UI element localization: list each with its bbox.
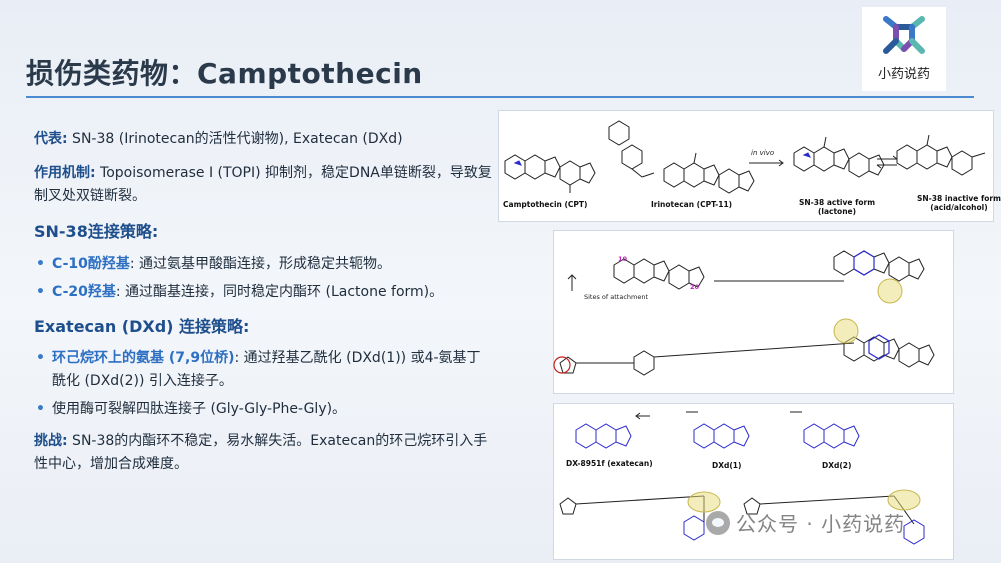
label-sn38-inactive: SN-38 inactive form (acid/alcohol)	[917, 194, 1001, 212]
main-content: 代表: SN-38 (Irinotecan的活性代谢物), Exatecan (…	[34, 128, 494, 487]
camptothecin-structures-image	[504, 120, 986, 194]
wechat-icon	[706, 510, 730, 535]
sn38-strategy-heading: SN-38连接策略:	[34, 222, 159, 242]
figure-exatecan-linkers: DX-8951f (exatecan) DXd(1) DXd(2)	[553, 403, 954, 560]
label-dxd2: DXd(2)	[822, 461, 852, 470]
exatecan-linker-structures-image	[559, 411, 925, 545]
label-exatecan: DX-8951f (exatecan)	[566, 459, 653, 468]
challenge-label: 挑战:	[34, 433, 68, 450]
list-item: C-10酚羟基: 通过氨基甲酸酯连接，形成稳定共轭物。	[34, 253, 494, 276]
watermark-text: 公众号 · 小药说药	[736, 512, 906, 536]
figure-sn38-linkers: Sites of attachment 10 20	[553, 230, 954, 394]
challenge-paragraph: 挑战: SN-38的内酯环不稳定，易水解失活。Exatecan的环己烷环引入手性…	[34, 430, 494, 475]
sn38-item-highlight: C-20羟基	[52, 284, 116, 301]
representative-paragraph: 代表: SN-38 (Irinotecan的活性代谢物), Exatecan (…	[34, 128, 494, 150]
exatecan-item-text: 使用酶可裂解四肽连接子 (Gly-Gly-Phe-Gly)。	[52, 400, 347, 417]
exatecan-strategy-list: 环己烷环上的氨基 (7,9位桥): 通过羟基乙酰化 (DXd(1)) 或4-氨基…	[34, 347, 494, 421]
challenge-text: SN-38的内酯环不稳定，易水解失活。Exatecan的环己烷环引入手性中心，增…	[34, 433, 488, 472]
mechanism-paragraph: 作用机制: Topoisomerase I (TOPI) 抑制剂，稳定DNA单链…	[34, 162, 494, 207]
mechanism-label: 作用机制:	[34, 165, 96, 182]
sn38-item-text: : 通过氨基甲酸酯连接，形成稳定共轭物。	[129, 255, 392, 272]
molecule-logo-icon	[883, 16, 925, 54]
list-item: 使用酶可裂解四肽连接子 (Gly-Gly-Phe-Gly)。	[34, 398, 494, 421]
title-divider	[26, 96, 974, 98]
representative-text: SN-38 (Irinotecan的活性代谢物), Exatecan (DXd)	[67, 131, 403, 147]
sn38-strategy-list: C-10酚羟基: 通过氨基甲酸酯连接，形成稳定共轭物。 C-20羟基: 通过酯基…	[34, 253, 494, 304]
watermark: 公众号 · 小药说药	[706, 508, 905, 537]
representative-label: 代表:	[34, 131, 68, 147]
list-item: C-20羟基: 通过酯基连接，同时稳定内酯环 (Lactone form)。	[34, 281, 494, 304]
label-dxd1: DXd(1)	[712, 461, 742, 470]
mechanism-text: Topoisomerase I (TOPI) 抑制剂，稳定DNA单链断裂，导致复…	[34, 165, 492, 204]
sn38-linker-structures-image	[553, 250, 935, 376]
logo-text: 小药说药	[877, 67, 930, 82]
position-20-label: 20	[690, 283, 700, 291]
page-title: 损伤类药物：Camptothecin	[26, 57, 423, 90]
label-cpt: Camptothecin (CPT)	[503, 200, 588, 209]
label-sn38-active: SN-38 active form (lactone)	[799, 198, 876, 216]
sn38-item-text: : 通过酯基连接，同时稳定内酯环 (Lactone form)。	[115, 284, 444, 301]
exatecan-strategy-heading: Exatecan (DXd) 连接策略:	[34, 316, 250, 336]
label-irinotecan: Irinotecan (CPT-11)	[651, 200, 733, 209]
position-10-label: 10	[618, 255, 628, 263]
list-item: 环己烷环上的氨基 (7,9位桥): 通过羟基乙酰化 (DXd(1)) 或4-氨基…	[34, 347, 494, 392]
sn38-item-highlight: C-10酚羟基	[52, 255, 130, 272]
sites-attachment-label: Sites of attachment	[584, 293, 649, 301]
exatecan-item-highlight: 环己烷环上的氨基 (7,9位桥)	[52, 350, 235, 367]
exatecan-item-text: : 通过羟基乙酰化 (DXd(1)) 或4-氨基丁酰化 (DXd(2)) 引入连…	[52, 350, 481, 389]
brand-logo: 小药说药	[862, 7, 946, 91]
figure-camptothecin-metabolism: Camptothecin (CPT) Irinotecan (CPT-11) S…	[498, 110, 1001, 222]
in-vivo-note: in vivo	[751, 149, 775, 157]
